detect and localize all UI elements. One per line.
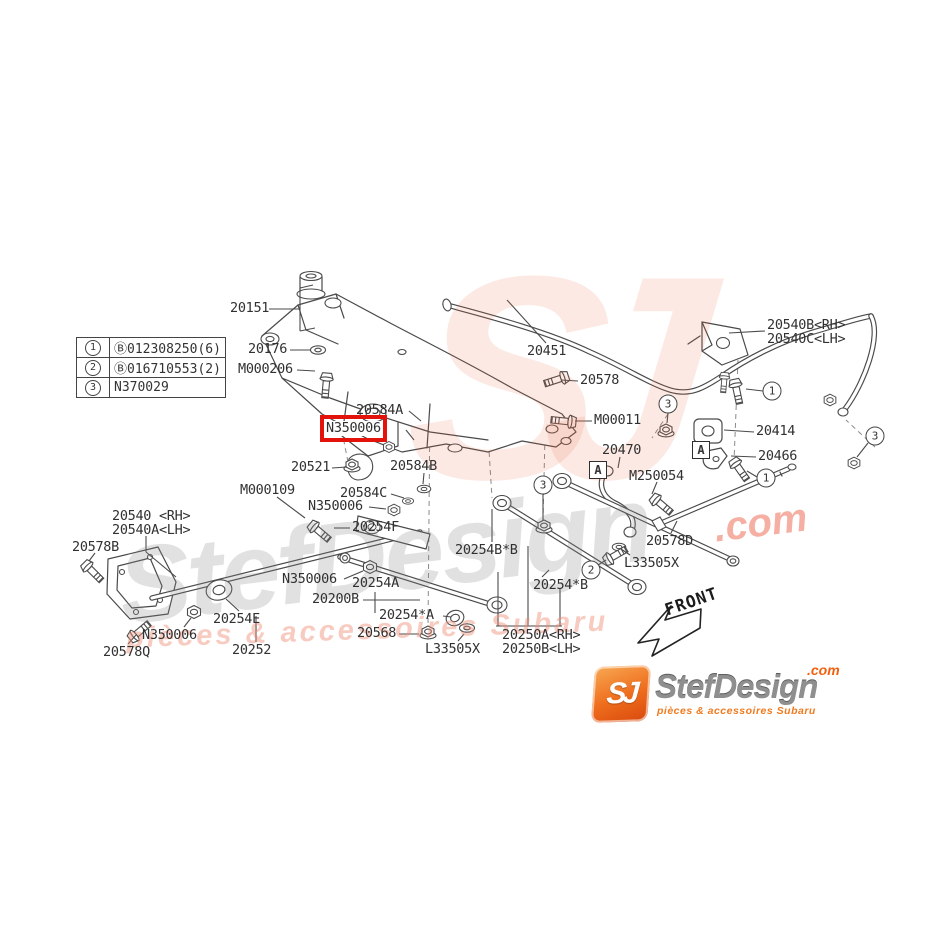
part-label: 20584B: [390, 458, 437, 474]
part-label: 20254*B: [533, 577, 588, 593]
callout-letter-box: A: [692, 441, 710, 459]
brand-footer: SJ StefDesign .com pièces & accessoires …: [585, 661, 853, 733]
part-label: M000206: [238, 361, 293, 377]
subframe-drawing: [260, 293, 577, 457]
part-label: 20584A: [356, 402, 403, 418]
part-label: 20254E: [213, 611, 260, 627]
brand-domain: .com: [807, 662, 840, 678]
part-label: N350006: [142, 627, 197, 643]
brand-tagline: pièces & accessoires Subaru: [657, 705, 816, 717]
legend-row: 1 Ⓑ012308250(6): [76, 337, 226, 358]
front-arrow-icon: [637, 605, 702, 657]
part-label: 20451: [527, 343, 567, 359]
brand-logo-icon: SJ: [590, 665, 652, 723]
part-label: M000109: [240, 482, 295, 498]
part-label: 20466: [758, 448, 798, 464]
leader-lines: [88, 284, 869, 645]
callout-number-circle: 1: [756, 468, 776, 488]
legend-ref-number: 1: [85, 340, 101, 356]
part-label: 20578: [580, 372, 620, 388]
callout-number-circle: 2: [581, 560, 601, 580]
legend-part-number: Ⓑ016710553(2): [109, 357, 226, 378]
part-label: L33505X: [624, 555, 679, 571]
callout-number-circle: 1: [762, 381, 782, 401]
part-label-highlighted: N350006: [320, 415, 387, 442]
part-label: 20470: [602, 442, 642, 458]
part-label: 20254A: [352, 575, 399, 591]
part-label: 20252: [232, 642, 272, 658]
part-label: 20254F: [352, 519, 399, 535]
part-label: 20250B<LH>: [502, 641, 581, 657]
legend-part-number: N370029: [109, 377, 226, 398]
brand-name: StefDesign: [655, 668, 818, 705]
part-label: 20200B: [312, 591, 359, 607]
legend-table: 1 Ⓑ012308250(6) 2 Ⓑ016710553(2) 3 N370029: [76, 337, 226, 398]
part-label: L33505X: [425, 641, 480, 657]
part-label: 20254*A: [379, 607, 434, 623]
callout-number-circle: 3: [658, 394, 678, 414]
part-label: 20568: [357, 625, 397, 641]
legend-ref-number: 2: [85, 360, 101, 376]
part-label: 20254B*B: [455, 542, 518, 558]
legend-part-number: Ⓑ012308250(6): [109, 337, 226, 358]
legend-ref-number: 3: [85, 380, 101, 396]
part-label: 20151: [230, 300, 270, 316]
trailing-arm-drawing: [106, 515, 431, 620]
legend-row: 3 N370029: [76, 377, 226, 398]
part-label: 20584C: [340, 485, 387, 501]
part-label: 20540C<LH>: [767, 331, 846, 347]
stabilizer-bracket-drawing: [687, 321, 749, 366]
part-label: N350006: [282, 571, 337, 587]
part-label: 20176: [248, 341, 288, 357]
part-label: 20250A<RH>: [502, 627, 581, 643]
part-label: 20540B<RH>: [767, 317, 846, 333]
callout-number-circle: 3: [865, 426, 885, 446]
part-label: M00011: [594, 412, 641, 428]
part-label: 20540 <RH>: [112, 508, 191, 524]
part-label: N350006: [308, 498, 363, 514]
hardware-drawing: [78, 345, 861, 645]
lateral-links-drawing: [492, 472, 740, 596]
subframe-mount-bushing-drawing: [296, 270, 326, 300]
callout-letter-box: A: [589, 461, 607, 479]
stabilizer-bar-drawing: [442, 298, 878, 417]
part-label: 20414: [756, 423, 796, 439]
part-label: 20578D: [646, 533, 693, 549]
legend-row: 2 Ⓑ016710553(2): [76, 357, 226, 378]
part-label: M250054: [629, 468, 684, 484]
callout-number-circle: 3: [533, 475, 553, 495]
part-label: 20578Q: [103, 644, 150, 660]
part-label: 20540A<LH>: [112, 522, 191, 538]
part-label: 20578B: [72, 539, 119, 555]
part-label: 20521: [291, 459, 331, 475]
